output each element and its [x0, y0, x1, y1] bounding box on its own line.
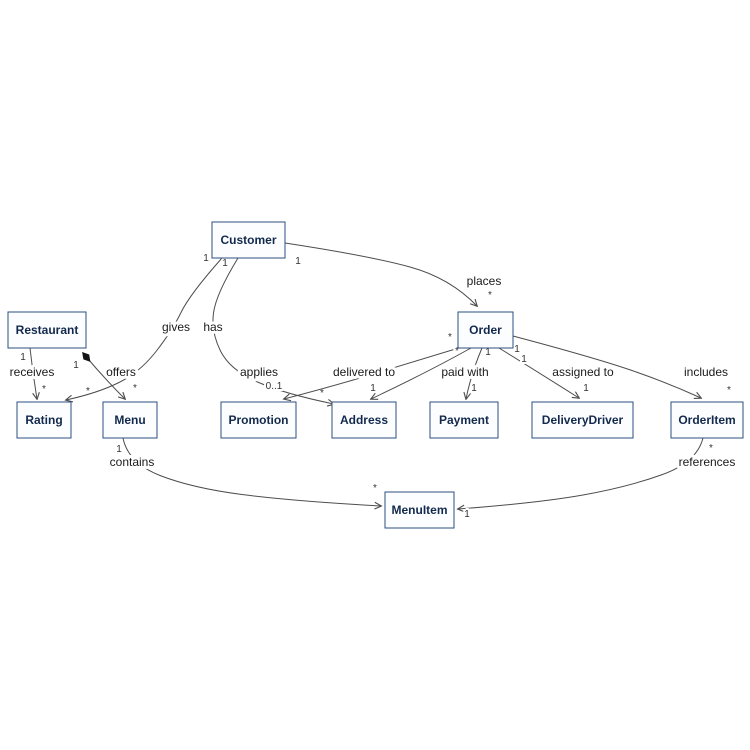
edge-path-places	[284, 242, 477, 306]
multiplicity-references-0: *	[709, 443, 713, 454]
multiplicity-offers-0: 1	[73, 360, 79, 371]
node-customer: Customer	[211, 221, 286, 259]
edge-places: places 1 *	[284, 242, 504, 306]
edge-path-receives	[29, 347, 37, 399]
edge-label-receives: receives	[10, 365, 55, 379]
edge-path-contains	[122, 437, 381, 506]
multiplicity-delivered-to-1: 1	[370, 383, 376, 394]
node-label-order: Order	[469, 323, 502, 337]
node-box-menu	[102, 401, 158, 439]
node-label-menu: Menu	[114, 413, 145, 427]
multiplicity-gives-0: 1	[203, 253, 209, 264]
multiplicity-delivered-to-0: *	[455, 346, 459, 357]
node-restaurant: Restaurant	[7, 311, 87, 349]
node-label-menuitem: MenuItem	[391, 503, 447, 517]
edge-label-includes: includes	[684, 365, 728, 379]
node-box-address	[331, 401, 397, 439]
multiplicity-contains-1: *	[373, 483, 377, 494]
edge-path-references	[458, 437, 704, 509]
node-box-rating	[16, 401, 72, 439]
multiplicity-applies-0: *	[448, 332, 452, 343]
node-label-deliverydriver: DeliveryDriver	[542, 413, 624, 427]
multiplicity-paid-with-0: 1	[485, 347, 491, 358]
node-deliverydriver: DeliveryDriver	[531, 401, 634, 439]
edge-paid-with: paid with 1 1	[438, 345, 493, 399]
edge-label-assigned-to: assigned to	[552, 365, 614, 379]
node-orderitem: OrderItem	[670, 401, 744, 439]
edge-path-offers	[83, 353, 125, 399]
multiplicity-offers-1: *	[133, 383, 137, 394]
node-label-payment: Payment	[439, 413, 489, 427]
multiplicity-has-1: *	[320, 388, 324, 399]
node-label-restaurant: Restaurant	[16, 323, 79, 337]
multiplicity-includes-0: 1	[521, 354, 527, 365]
multiplicity-receives-1: *	[42, 384, 46, 395]
edge-gives: gives 1 *	[66, 251, 223, 400]
edge-has: has 1 *	[200, 256, 334, 404]
node-box-restaurant	[7, 311, 87, 349]
node-box-orderitem	[670, 401, 744, 439]
node-label-rating: Rating	[25, 413, 62, 427]
multiplicity-gives-1: *	[86, 386, 90, 397]
multiplicity-receives-0: 1	[20, 352, 26, 363]
edge-label-has: has	[203, 320, 222, 334]
edge-path-delivered-to	[371, 347, 472, 399]
multiplicity-applies-1: 0..1	[266, 381, 283, 392]
node-box-promotion	[220, 401, 297, 439]
node-order: Order	[457, 311, 514, 349]
node-label-customer: Customer	[220, 233, 276, 247]
node-box-deliverydriver	[531, 401, 634, 439]
node-menu: Menu	[102, 401, 158, 439]
edge-path-paid-with	[466, 347, 483, 399]
edge-delivered-to: delivered to * 1	[330, 344, 472, 399]
edge-path-assigned-to	[498, 347, 579, 398]
edge-includes: includes 1 *	[512, 335, 733, 398]
edge-label-gives: gives	[162, 320, 190, 334]
edge-applies: applies * 0..1	[237, 330, 463, 399]
node-rating: Rating	[16, 401, 72, 439]
node-payment: Payment	[429, 401, 499, 439]
edge-path-gives	[66, 257, 223, 400]
node-label-promotion: Promotion	[229, 413, 289, 427]
node-box-payment	[429, 401, 499, 439]
multiplicity-places-0: 1	[295, 256, 301, 267]
multiplicity-includes-1: *	[727, 385, 731, 396]
multiplicity-paid-with-1: 1	[471, 383, 477, 394]
edge-label-references: references	[679, 455, 736, 469]
multiplicity-has-0: 1	[222, 258, 228, 269]
node-label-address: Address	[340, 413, 388, 427]
edge-label-paid-with: paid with	[441, 365, 488, 379]
node-box-customer	[211, 221, 286, 259]
edge-offers: offers 1 *	[71, 353, 139, 399]
edge-references: references* 1	[458, 437, 738, 522]
edge-label-offers: offers	[106, 365, 136, 379]
node-promotion: Promotion	[220, 401, 297, 439]
edge-path-applies	[284, 346, 463, 399]
edge-path-has	[212, 257, 334, 404]
multiplicity-contains-0: 1	[116, 444, 122, 455]
edge-label-places: places	[467, 274, 502, 288]
multiplicity-assigned-to-0: 1	[514, 344, 520, 355]
edge-label-delivered-to: delivered to	[333, 365, 395, 379]
edge-label-applies: applies	[240, 365, 278, 379]
multiplicity-assigned-to-1: 1	[583, 383, 589, 394]
multiplicity-references-1: 1	[464, 509, 470, 520]
node-menuitem: MenuItem	[384, 491, 455, 529]
node-address: Address	[331, 401, 397, 439]
edges-layer: places1*gives1*has1*receives1*offers1*ap…	[7, 242, 738, 522]
edge-receives: receives 1 *	[7, 347, 57, 399]
multiplicity-places-1: *	[488, 290, 492, 301]
edge-label-contains: contains	[110, 455, 155, 469]
node-label-orderitem: OrderItem	[678, 413, 735, 427]
node-box-menuitem	[384, 491, 455, 529]
edge-path-includes	[512, 335, 701, 398]
node-box-order	[457, 311, 514, 349]
